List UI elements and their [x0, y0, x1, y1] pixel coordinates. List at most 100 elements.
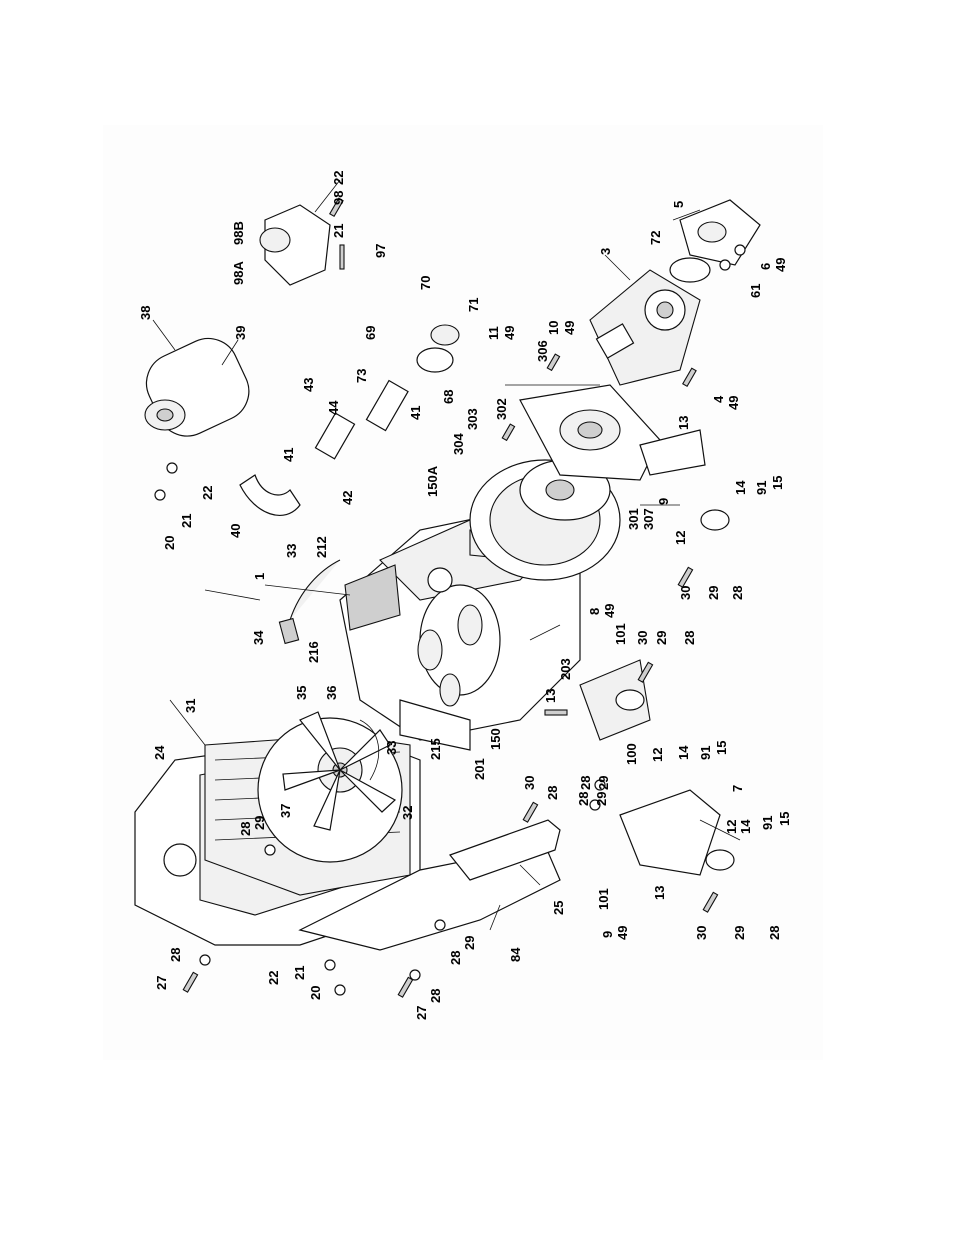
- callout-31: 31: [183, 699, 198, 713]
- callout-30-a: 30: [678, 586, 693, 600]
- callout-34: 34: [251, 630, 266, 645]
- callout-3: 3: [598, 248, 613, 255]
- callout-27-b: 27: [414, 1006, 429, 1020]
- callout-91-a: 91: [754, 481, 769, 495]
- callout-150: 150: [488, 728, 503, 750]
- callout-212: 212: [314, 536, 329, 558]
- callout-98A: 98A: [231, 261, 246, 285]
- callout-33-b: 33: [384, 741, 399, 755]
- callout-43: 43: [301, 378, 316, 392]
- callout-6: 6: [758, 263, 773, 270]
- callout-32: 32: [400, 806, 415, 820]
- callout-101-a: 101: [613, 623, 628, 645]
- callout-13-c: 13: [652, 886, 667, 900]
- callout-49-e: 49: [615, 926, 630, 940]
- flywheel-housing: [469, 459, 621, 581]
- callout-28-f: 28: [767, 926, 782, 940]
- callout-97: 97: [373, 244, 388, 258]
- filter-head: [259, 204, 331, 286]
- callout-36: 36: [324, 686, 339, 700]
- callout-98: 98: [331, 191, 346, 205]
- callout-39: 39: [233, 326, 248, 340]
- hydraulic-pump: [589, 269, 701, 386]
- callout-49-pump: 49: [773, 258, 788, 272]
- callout-302: 302: [494, 398, 509, 420]
- callout-304: 304: [451, 433, 466, 455]
- callout-29-d: 29: [252, 816, 267, 830]
- callout-15-c: 15: [777, 812, 792, 826]
- callout-30-b: 30: [635, 631, 650, 645]
- callout-29-f: 29: [462, 936, 477, 950]
- hardware-bolts: [154, 197, 746, 998]
- callout-25: 25: [551, 901, 566, 915]
- callout-22-a: 22: [200, 486, 215, 500]
- callout-33-a: 33: [284, 544, 299, 558]
- callout-301: 301: [626, 508, 641, 530]
- callout-7: 7: [730, 785, 745, 792]
- callout-labels: 22 98 98B 98A 21 97 5 72 3 6 49 61 38 39…: [138, 171, 792, 1020]
- leader-lines: [152, 179, 741, 931]
- callout-306: 306: [535, 340, 550, 362]
- callout-20-a: 20: [162, 536, 177, 550]
- callout-20-b: 20: [308, 986, 323, 1000]
- callout-30-d: 30: [694, 926, 709, 940]
- callout-91-b: 91: [698, 746, 713, 760]
- callout-49-b: 49: [562, 321, 577, 335]
- callout-28-d: 28: [578, 776, 593, 790]
- callout-14-c: 14: [738, 819, 753, 834]
- callout-69: 69: [363, 326, 378, 340]
- callout-28-a: 28: [730, 586, 745, 600]
- callout-29-b: 29: [654, 631, 669, 645]
- callout-14-a: 14: [733, 480, 748, 495]
- callout-5: 5: [671, 201, 686, 208]
- callout-24: 24: [152, 745, 167, 760]
- callout-21: 21: [331, 224, 346, 238]
- callout-70: 70: [418, 276, 433, 290]
- callout-100: 100: [624, 743, 639, 765]
- callout-11: 11: [486, 326, 501, 340]
- callout-71: 71: [466, 298, 481, 312]
- callout-91-c: 91: [760, 816, 775, 830]
- callout-44: 44: [326, 400, 341, 415]
- callout-28-j: 28: [576, 792, 591, 806]
- callout-15-b: 15: [714, 741, 729, 755]
- callout-12-a: 12: [673, 531, 688, 545]
- callout-29-a: 29: [706, 586, 721, 600]
- callout-28-b: 28: [682, 631, 697, 645]
- callout-307: 307: [641, 508, 656, 530]
- air-cleaner: [144, 337, 250, 437]
- callout-49-d: 49: [602, 604, 617, 618]
- callout-14-b: 14: [676, 745, 691, 760]
- callout-29-e: 29: [732, 926, 747, 940]
- callout-49-c: 49: [726, 396, 741, 410]
- callout-28-h: 28: [168, 948, 183, 962]
- callout-28-i: 28: [428, 989, 443, 1003]
- callout-10: 10: [546, 321, 561, 335]
- cooling-fan: [257, 711, 403, 863]
- callout-28-g: 28: [448, 951, 463, 965]
- callout-37: 37: [278, 804, 293, 818]
- coolant-hoses: [278, 559, 379, 781]
- gear-pump: [669, 199, 761, 283]
- callout-72: 72: [648, 231, 663, 245]
- callout-29-c: 29: [596, 776, 611, 790]
- callout-12-c: 12: [724, 820, 739, 834]
- callout-38: 38: [138, 306, 153, 320]
- callout-203: 203: [558, 658, 573, 680]
- callout-201: 201: [472, 758, 487, 780]
- intake-piping: [239, 324, 460, 516]
- callout-73: 73: [354, 369, 369, 383]
- callout-30-c: 30: [522, 776, 537, 790]
- callout-13-a: 13: [676, 416, 691, 430]
- callout-215: 215: [428, 738, 443, 760]
- callout-22: 22: [331, 171, 346, 185]
- callout-41-a: 41: [408, 406, 423, 420]
- callout-4: 4: [711, 395, 726, 403]
- callout-216: 216: [306, 641, 321, 663]
- callout-13-b: 13: [543, 689, 558, 703]
- callout-9-b: 9: [600, 931, 615, 938]
- callout-98B: 98B: [231, 221, 246, 245]
- callout-28-e: 28: [238, 822, 253, 836]
- callout-15-a: 15: [770, 476, 785, 490]
